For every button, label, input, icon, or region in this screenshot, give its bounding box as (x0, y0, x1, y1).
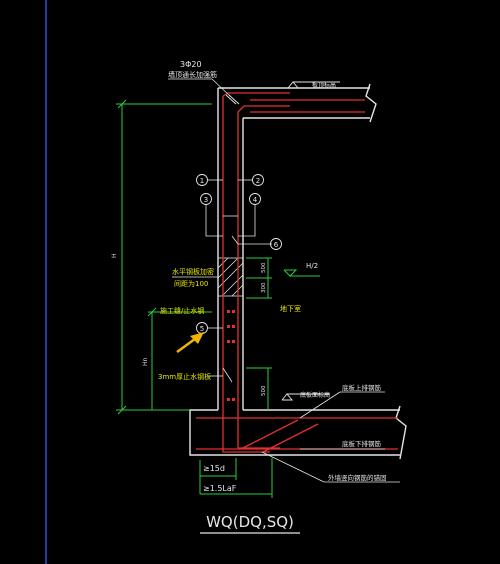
label-construction-joint: 施工缝/止水钢 (160, 306, 204, 315)
callout-circle-1: 1 (196, 174, 208, 186)
label-top-slab: 板顶标高 (312, 81, 336, 89)
callout-circle-5: 5 (196, 322, 208, 334)
right-leaders (261, 391, 400, 483)
waterstop-hatch (217, 257, 244, 297)
callout-leaders (205, 179, 272, 329)
label-anchor-15d: ≥15d (203, 464, 225, 473)
callout-circle-2: 2 (252, 174, 264, 186)
callout-number: 4 (253, 196, 258, 204)
label-top-rebar: 3Φ20 (180, 60, 202, 69)
callout-number: 3 (204, 196, 208, 204)
level-marks (281, 81, 340, 401)
label-basement-side: 地下室 (280, 304, 301, 313)
label-floor-top-note: 底板面标高 (300, 391, 330, 399)
callout-circle-6: 6 (270, 238, 282, 250)
dim-hn: Hn (142, 357, 149, 366)
callout-circle-4: 4 (249, 193, 261, 205)
stirrup-marks (227, 310, 235, 401)
label-outer-wall-bars: 外墙竖向钢筋的锚固 (328, 473, 387, 482)
top-rebar-pointer (211, 78, 231, 97)
dim-total-h: H (111, 253, 118, 258)
dimension-lines (116, 99, 320, 498)
rebar-lines (196, 92, 398, 453)
callout-number: 5 (200, 325, 204, 333)
top-corner-detail (225, 94, 240, 105)
label-waterstop-steel: 水平钢板加密 (172, 267, 214, 276)
callout-number: 2 (256, 177, 260, 185)
label-anchor-15laf: ≥1.5LaF (203, 484, 237, 493)
plate-leader (208, 367, 233, 383)
drawing-title: WQ(DQ,SQ) (206, 513, 294, 531)
dim-500-lower: 500 (261, 385, 267, 396)
label-top-rebar-note: 墙顶通长加强筋 (168, 70, 217, 79)
highlight-arrow-icon (176, 332, 204, 354)
label-bottom-top-bars: 底板上排钢筋 (342, 383, 382, 392)
callout-number: 1 (200, 177, 204, 185)
label-steel-plate-3mm: 3mm厚止水钢板 (158, 372, 211, 381)
label-waterstop-spacing: 间距为100 (174, 279, 208, 288)
callout-number: 6 (274, 241, 279, 249)
dim-500-upper: 500 (261, 262, 267, 273)
dim-300: 300 (261, 282, 267, 293)
callout-circle-3: 3 (200, 193, 212, 205)
level-h-half: H/2 (306, 262, 318, 270)
label-bottom-bottom-bars: 底板下排钢筋 (342, 439, 382, 448)
